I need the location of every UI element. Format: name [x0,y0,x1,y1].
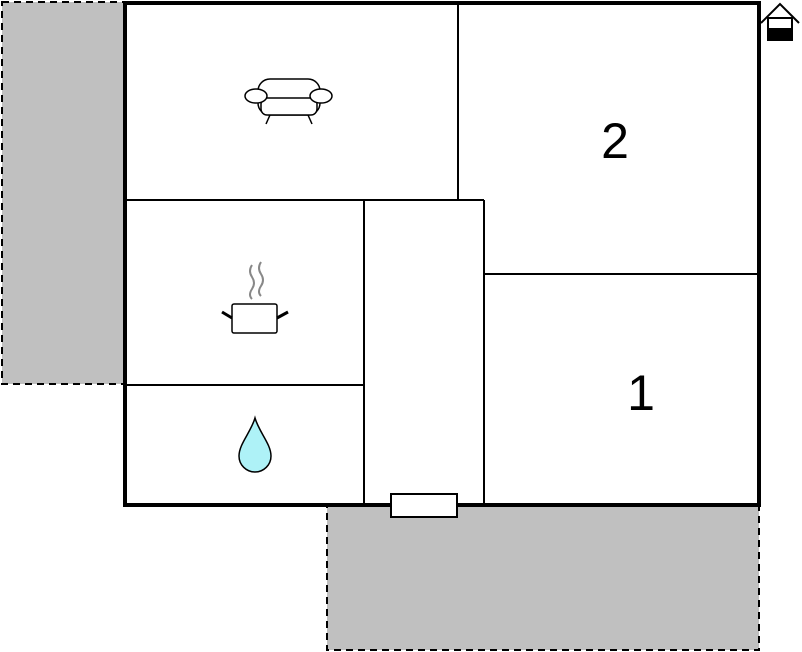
entrance-door-icon [390,493,458,518]
cooking-pot-icon [221,261,289,334]
bedroom-2-label: 2 [601,113,629,169]
water-drop-icon [238,415,272,473]
interior-walls [126,4,758,504]
house-ground-floor-icon [760,2,800,41]
bedroom-1-label: 1 [627,365,655,421]
terrace-bottom [326,503,760,651]
sofa-icon [244,78,333,125]
house-outline [123,1,761,507]
terrace-left [1,1,127,385]
